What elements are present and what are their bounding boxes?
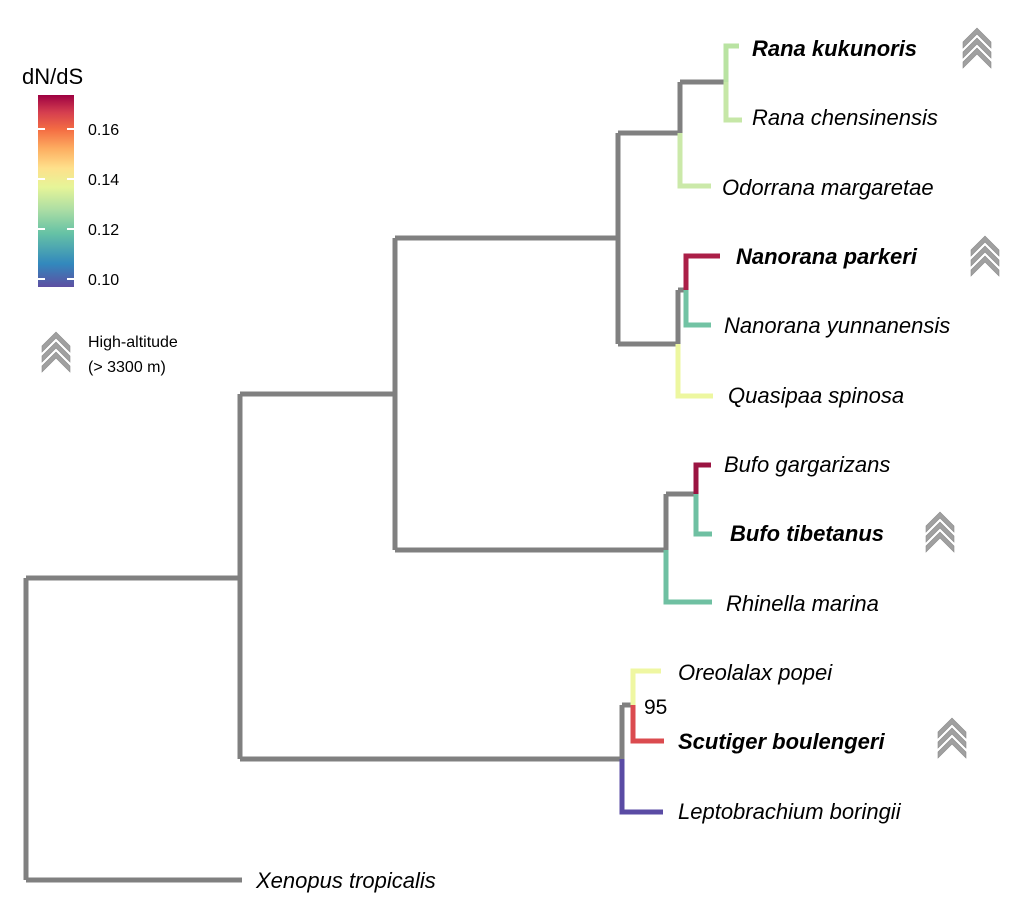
- color-scale-bar: [38, 95, 74, 287]
- branch: [619, 759, 663, 815]
- tip-label: Scutiger boulengeri: [678, 729, 885, 754]
- legend-high-altitude-sublabel: (> 3300 m): [88, 359, 166, 376]
- chevron-stack-icon: [970, 235, 1000, 277]
- tip-label: Oreolalax popei: [678, 660, 833, 685]
- legend-tick: 0.12: [88, 222, 119, 239]
- legend: dN/dS 0.16 0.14 0.12 0.10 High-altitude …: [22, 64, 178, 376]
- branch: [677, 133, 711, 189]
- branch: [237, 391, 622, 762]
- chevron-stack-icon: [937, 717, 967, 759]
- branch: [392, 235, 666, 553]
- high-altitude-markers: [925, 27, 1000, 759]
- branch: [693, 462, 711, 494]
- tip-label: Quasipaa spinosa: [728, 383, 904, 408]
- tip-label: Bufo tibetanus: [730, 521, 884, 546]
- branch: [693, 494, 712, 537]
- chevron-stack-icon: [925, 511, 955, 553]
- legend-title: dN/dS: [22, 64, 83, 89]
- branch: [683, 253, 720, 290]
- branch: [723, 82, 742, 123]
- tip-labels: Rana kukunoris Rana chensinensis Odorran…: [255, 36, 950, 893]
- tip-label: Leptobrachium boringii: [678, 799, 902, 824]
- branch: [630, 668, 661, 705]
- branch: [675, 344, 713, 399]
- legend-tick: 0.16: [88, 122, 119, 139]
- tip-label: Bufo gargarizans: [724, 452, 890, 477]
- chevron-stack-icon: [41, 331, 71, 373]
- branch: [630, 705, 664, 744]
- bootstrap-support: 95: [644, 696, 667, 719]
- tip-label: Odorrana margaretae: [722, 175, 934, 200]
- branch: [723, 43, 739, 82]
- branch: [23, 575, 242, 883]
- legend-tick: 0.14: [88, 172, 119, 189]
- branch: [683, 290, 711, 328]
- tip-label: Rhinella marina: [726, 591, 879, 616]
- legend-tick: 0.10: [88, 272, 119, 289]
- chevron-stack-icon: [962, 27, 992, 69]
- tip-label: Rana kukunoris: [752, 36, 917, 61]
- tip-label: Nanorana parkeri: [736, 244, 918, 269]
- branch: [615, 130, 680, 347]
- tip-label: Rana chensinensis: [752, 105, 938, 130]
- legend-high-altitude-label: High-altitude: [88, 334, 178, 351]
- branch: [677, 79, 726, 133]
- tip-label: Nanorana yunnanensis: [724, 313, 950, 338]
- branch: [663, 550, 712, 605]
- tip-label: Xenopus tropicalis: [255, 868, 436, 893]
- branch: [663, 491, 696, 550]
- tree-branches: [23, 43, 742, 883]
